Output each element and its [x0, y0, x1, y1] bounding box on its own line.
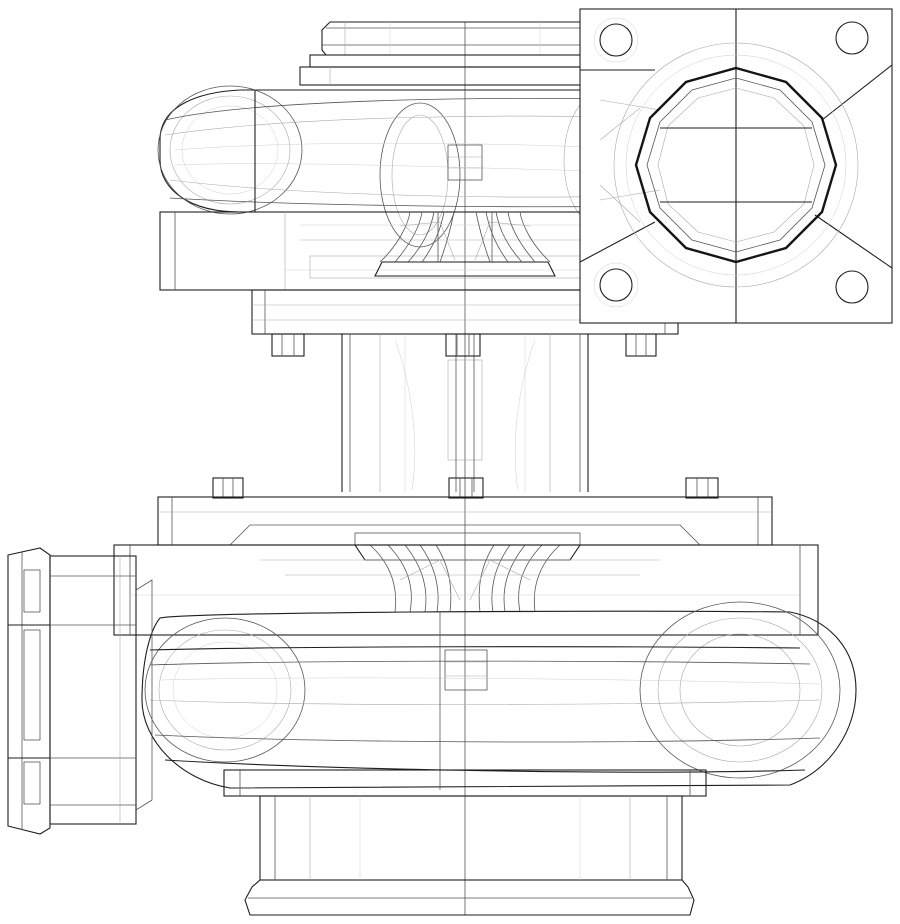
turbine-housing — [113, 544, 857, 797]
turbine-inlet-flange — [7, 547, 153, 835]
flange-bolt-hole — [593, 17, 869, 308]
center-housing — [341, 334, 589, 492]
exhaust-outlet-neck — [244, 795, 695, 916]
exhaust-flange — [579, 8, 893, 324]
compressor-wheel — [374, 144, 556, 277]
turbine-wheel — [353, 544, 582, 691]
compressor-inlet-neck — [299, 21, 621, 86]
mounting-nut — [212, 333, 719, 499]
